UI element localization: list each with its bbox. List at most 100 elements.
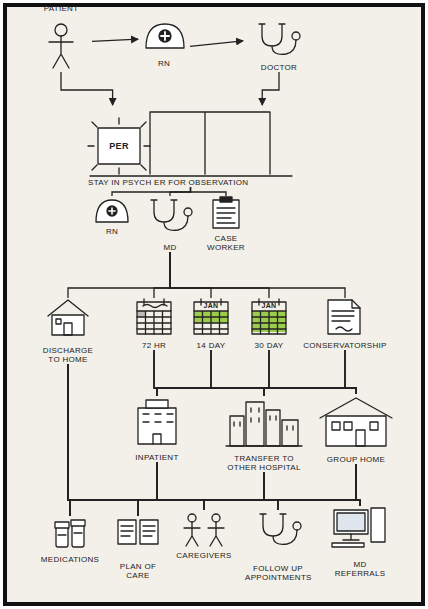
node-label: RN xyxy=(106,227,118,236)
icon-node: 72 HR xyxy=(128,298,180,350)
clipboard-icon xyxy=(213,197,239,228)
icon-node: FOLLOW UP APPOINTMENTS xyxy=(234,510,322,582)
node-label: MD REFERRALS xyxy=(332,560,388,578)
node-label: 72 HR xyxy=(142,341,166,350)
clipboard-lines xyxy=(217,208,235,223)
tower xyxy=(266,410,280,446)
icon-node: INPATIENT xyxy=(118,396,196,462)
icon-node: JAN 30 DAY xyxy=(244,298,294,350)
node-label: 30 DAY xyxy=(255,341,284,350)
clipboard-board xyxy=(213,200,239,228)
connector xyxy=(154,252,170,298)
stethoscope-icon xyxy=(151,200,192,230)
node-label: RN xyxy=(158,59,170,68)
icon-node: GROUP HOME xyxy=(314,394,398,464)
document-lines xyxy=(332,300,360,331)
icon-node: CONSERVATORSHIP xyxy=(290,298,400,350)
connector xyxy=(170,252,345,298)
node-label: CAREGIVERS xyxy=(176,551,231,560)
connector xyxy=(68,364,204,510)
cap-badge xyxy=(107,206,117,216)
node-label: STAY IN PSYCH ER FOR OBSERVATION xyxy=(88,178,248,187)
connector xyxy=(138,472,264,516)
connector xyxy=(211,350,264,396)
group-home-icon xyxy=(320,398,392,446)
connector xyxy=(264,350,269,396)
nurse-cap xyxy=(146,24,184,48)
calendar-scribble xyxy=(143,305,167,308)
icon-node: CASE WORKER xyxy=(196,196,256,252)
caregiver-figures xyxy=(184,514,224,546)
connector xyxy=(264,350,345,396)
paper-lines xyxy=(121,526,155,536)
home-door xyxy=(356,430,365,446)
connector xyxy=(154,350,264,396)
icon-node: PER STAY IN PSYCH ER FOR OBSERVATION xyxy=(88,105,293,187)
icon-node: PLAN OF CARE xyxy=(110,516,166,580)
tower xyxy=(246,402,264,446)
icon-node: CAREGIVERS xyxy=(170,510,238,560)
connector xyxy=(170,252,269,298)
cap-outline xyxy=(96,200,128,222)
figure-body xyxy=(208,522,224,546)
home-roof xyxy=(320,398,392,418)
cap-outline xyxy=(146,24,184,48)
node-label: JAN xyxy=(186,302,236,310)
home-window xyxy=(332,422,340,430)
connector xyxy=(68,364,360,506)
cap-cross xyxy=(109,208,115,214)
node-label: PLAN OF CARE xyxy=(115,562,161,580)
tower xyxy=(230,416,244,446)
house-icon xyxy=(48,300,88,335)
connector xyxy=(70,464,356,516)
connector xyxy=(138,462,157,516)
connector xyxy=(68,364,138,516)
bottle xyxy=(72,525,84,547)
connector xyxy=(204,472,264,510)
cap-cross xyxy=(161,32,169,40)
connector xyxy=(191,187,227,196)
bottle-cap xyxy=(55,522,69,528)
icon-node: MD xyxy=(146,196,194,252)
paper xyxy=(118,520,136,544)
connector xyxy=(70,472,264,516)
icon-node: DISCHARGE TO HOME xyxy=(36,298,100,364)
node-label: DOCTOR xyxy=(261,63,297,72)
icon-node: PATIENT xyxy=(30,4,92,72)
node-label: INPATIENT xyxy=(135,453,178,462)
connector xyxy=(157,350,211,396)
connector xyxy=(170,252,211,298)
computer-icon xyxy=(332,508,385,547)
screen xyxy=(337,513,365,531)
connector xyxy=(68,364,278,510)
bottle-label xyxy=(58,533,82,535)
node-label: PER xyxy=(98,141,140,151)
home-wall xyxy=(326,416,386,446)
bottle xyxy=(56,527,68,547)
connector xyxy=(92,39,138,41)
node-label: DISCHARGE TO HOME xyxy=(42,346,94,364)
figure-body xyxy=(184,522,200,546)
er-door xyxy=(88,112,292,176)
node-label: CONSERVATORSHIP xyxy=(303,341,386,350)
hospital-icon xyxy=(138,400,176,444)
tower-windows xyxy=(226,408,302,446)
house-door xyxy=(64,323,72,335)
connector xyxy=(356,464,360,506)
sign-sparkle xyxy=(88,118,150,174)
node-label: JAN xyxy=(244,302,294,310)
node-label: GROUP HOME xyxy=(327,455,385,464)
connector xyxy=(345,350,356,394)
figure-body xyxy=(49,36,73,68)
connector xyxy=(70,462,157,516)
care-plan-papers xyxy=(118,520,158,544)
node-label: PATIENT xyxy=(44,4,79,13)
pill-bottles xyxy=(55,520,85,547)
connector xyxy=(190,41,243,47)
document-icon xyxy=(328,300,360,334)
connector xyxy=(157,462,204,510)
figure-head xyxy=(212,514,220,522)
floor-line xyxy=(90,175,292,176)
building-windows xyxy=(143,414,173,444)
